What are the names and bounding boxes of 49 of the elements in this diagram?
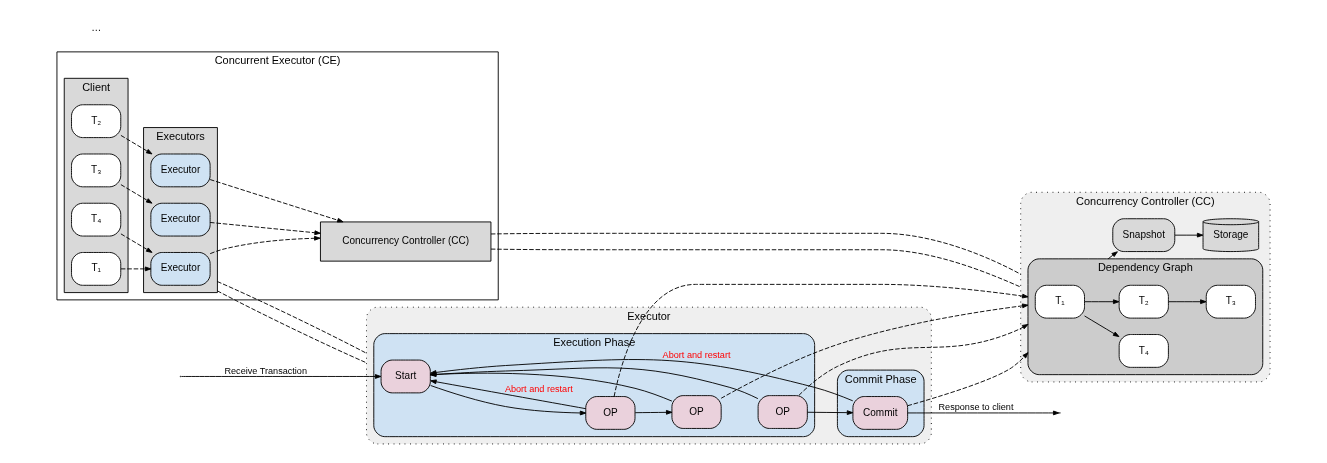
edge-label: Response to client (938, 402, 1014, 413)
arrow (720, 303, 1029, 399)
edge-label: Abort and restart (504, 383, 573, 394)
arrow (120, 233, 153, 253)
node-box: Start (380, 359, 431, 394)
node-box: T₄ (71, 202, 122, 237)
connector (216, 281, 367, 354)
node-box: T₂ (1118, 284, 1169, 319)
edge-label: Receive Transaction (224, 365, 308, 376)
node-box: T₃ (1205, 284, 1256, 319)
node-box: Concurrency Controller (CC) (320, 221, 492, 262)
node-box: OP (585, 396, 636, 430)
arrow (798, 323, 1029, 396)
arrow (1084, 315, 1120, 337)
arrow (807, 410, 854, 415)
arrow (1107, 251, 1118, 260)
arrow (120, 184, 153, 204)
connector (490, 232, 1022, 275)
node-box: Executor (150, 252, 211, 286)
node-box: OP (671, 395, 722, 429)
arrow (613, 283, 1029, 397)
label: … (91, 21, 102, 33)
node-box: OP (757, 395, 808, 429)
node-box: T₄ (1118, 334, 1169, 368)
node-box: T₁ (1034, 284, 1085, 319)
arrow (430, 385, 587, 416)
node-box: Snapshot (1112, 218, 1176, 252)
arrow (430, 379, 587, 410)
arrow (907, 410, 1060, 416)
edge-label: Abort and restart (662, 350, 731, 361)
connector (216, 290, 367, 364)
node-box: Executor (150, 202, 211, 237)
node-box: T₃ (71, 153, 122, 188)
node-box: Commit (852, 396, 909, 430)
arrow (1167, 299, 1207, 305)
arrow (209, 235, 321, 255)
arrow (209, 179, 344, 223)
node-box: Executor (150, 153, 211, 188)
arrow (120, 266, 152, 272)
arrow (181, 374, 382, 379)
arrow (634, 410, 673, 415)
arrow (1084, 299, 1120, 305)
arrow (1174, 232, 1204, 238)
arrow (120, 134, 153, 155)
arrow (907, 352, 1029, 407)
node-box: T₁ (71, 252, 122, 286)
arrow (209, 222, 321, 236)
node-box: T₂ (71, 104, 122, 139)
connector (490, 248, 1022, 288)
